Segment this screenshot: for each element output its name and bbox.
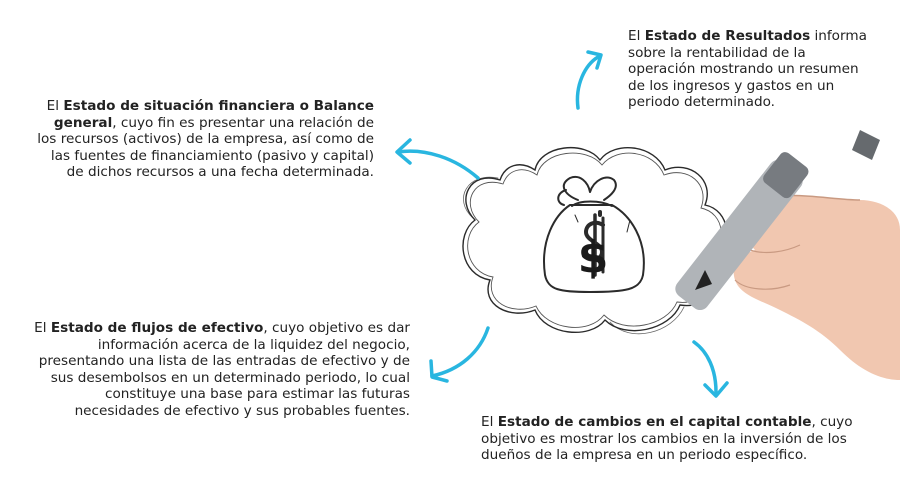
body-line: periodo determinado. [628, 94, 775, 110]
text-estado-situacion-financiera: El Estado de situación financiera o Bala… [37, 98, 374, 181]
text-estado-cambios-capital: El Estado de cambios en el capital conta… [481, 414, 853, 464]
body-line: información acerca de la liquidez del ne… [97, 336, 410, 353]
line: El Estado de flujos de efectivo, cuyo ob… [34, 320, 410, 337]
title-estado-situacion: Estado de situación financiera o Balance [63, 98, 374, 114]
arrow-left-flujos [429, 326, 490, 383]
body-line: operación mostrando un resumen [628, 61, 859, 77]
marker-body [675, 159, 803, 311]
body-line: , cuyo objetivo es dar [263, 320, 410, 336]
line: El Estado de situación financiera o Bala… [37, 98, 374, 115]
marker-cap [763, 152, 809, 199]
money-bag-icon [543, 176, 645, 293]
body-line: objetivo es mostrar los cambios en la in… [481, 430, 847, 447]
body-line: los recursos (activos) de la empresa, as… [37, 131, 374, 147]
arrow-up-resultados [575, 50, 603, 110]
body-line: informa [810, 28, 867, 44]
body-line: necesidades de efectivo y sus probables … [74, 402, 410, 419]
body-line: dueños de la empresa en un periodo espec… [481, 447, 808, 463]
body-line: presentando una lista de las entradas de… [38, 353, 410, 369]
lead-text: El [34, 320, 51, 336]
marker-hand [675, 130, 900, 380]
title-estado-situacion-cont: general [53, 114, 113, 131]
line: El Estado de cambios en el capital conta… [481, 414, 853, 431]
body-line: sobre la rentabilidad de la [628, 44, 806, 61]
body-line: constituye una base para estimar las fut… [105, 386, 410, 402]
body-line: sus desembolsos en un determinado period… [50, 369, 410, 386]
arrow-down-cambios [692, 340, 729, 398]
lead-text: El [628, 28, 645, 44]
line: general, cuyo fin es presentar una relac… [37, 115, 374, 132]
bag-symbol: $ [578, 232, 609, 283]
text-estado-flujos-efectivo: El Estado de flujos de efectivo, cuyo ob… [34, 320, 410, 419]
title-estado-flujos: Estado de flujos de efectivo [50, 320, 264, 336]
body-line: , cuyo [811, 414, 853, 430]
line: El Estado de Resultados informa [628, 28, 867, 45]
arrow-left-situacion [395, 138, 480, 180]
title-estado-resultados: Estado de Resultados [644, 28, 811, 44]
body-line: las fuentes de financiamiento (pasivo y … [50, 147, 374, 164]
text-estado-resultados: El Estado de Resultados informa sobre la… [628, 28, 867, 111]
body-line: de dichos recursos a una fecha determina… [66, 164, 374, 180]
lead-text: El [46, 98, 64, 114]
lead-text: El [481, 414, 498, 430]
body-line: de los ingresos y gastos en un [628, 77, 835, 94]
title-estado-cambios: Estado de cambios en el capital contable [497, 414, 812, 430]
body-line: , cuyo fin es presentar una relación de [112, 114, 374, 131]
